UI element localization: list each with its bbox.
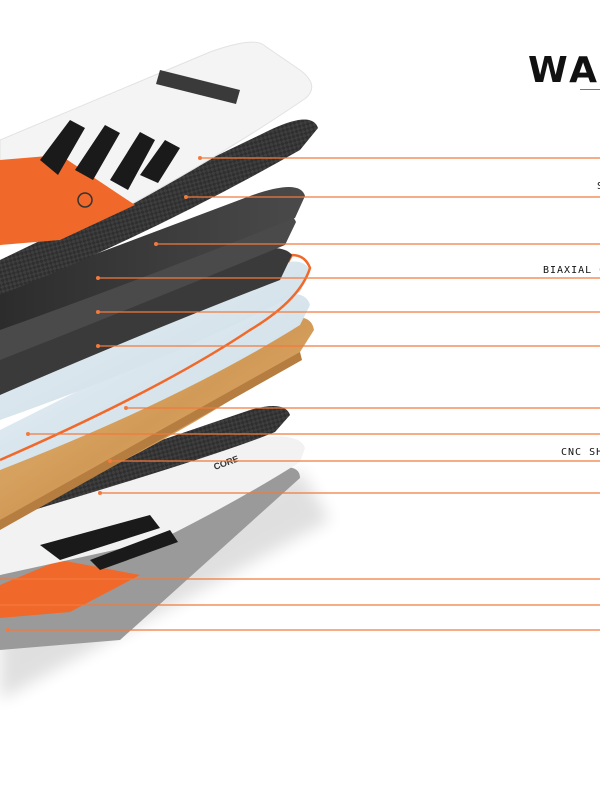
orange-rail-wire — [0, 253, 312, 462]
biaxial-carbon-layer-1 — [0, 187, 305, 330]
top-deck-orange-panel — [0, 155, 135, 245]
title-underline — [580, 89, 600, 90]
callout-label-cnc-shaped: CNC SHA — [561, 447, 600, 458]
page-title: WA — [528, 50, 600, 91]
bottom-black-stripes — [40, 515, 178, 570]
leader-dots — [6, 156, 202, 632]
top-carbon-weave-layer — [0, 119, 318, 295]
bottom-orange-section — [0, 560, 140, 618]
top-deck-badge-icon — [77, 192, 93, 208]
callout-label-biaxial-carbon: BIAXIAL CAR — [543, 265, 600, 276]
top-deck-logo-strip — [156, 70, 240, 104]
leader-lines — [0, 157, 600, 631]
top-deck-black-stripes — [40, 120, 180, 190]
glass-layer-upper — [0, 261, 310, 420]
wood-core-layer — [0, 317, 314, 520]
wood-core-rail — [0, 352, 302, 530]
callout-label-1: S — [597, 181, 600, 192]
biaxial-carbon-layer-2 — [0, 214, 296, 360]
biaxial-carbon-layer-3 — [0, 248, 292, 395]
